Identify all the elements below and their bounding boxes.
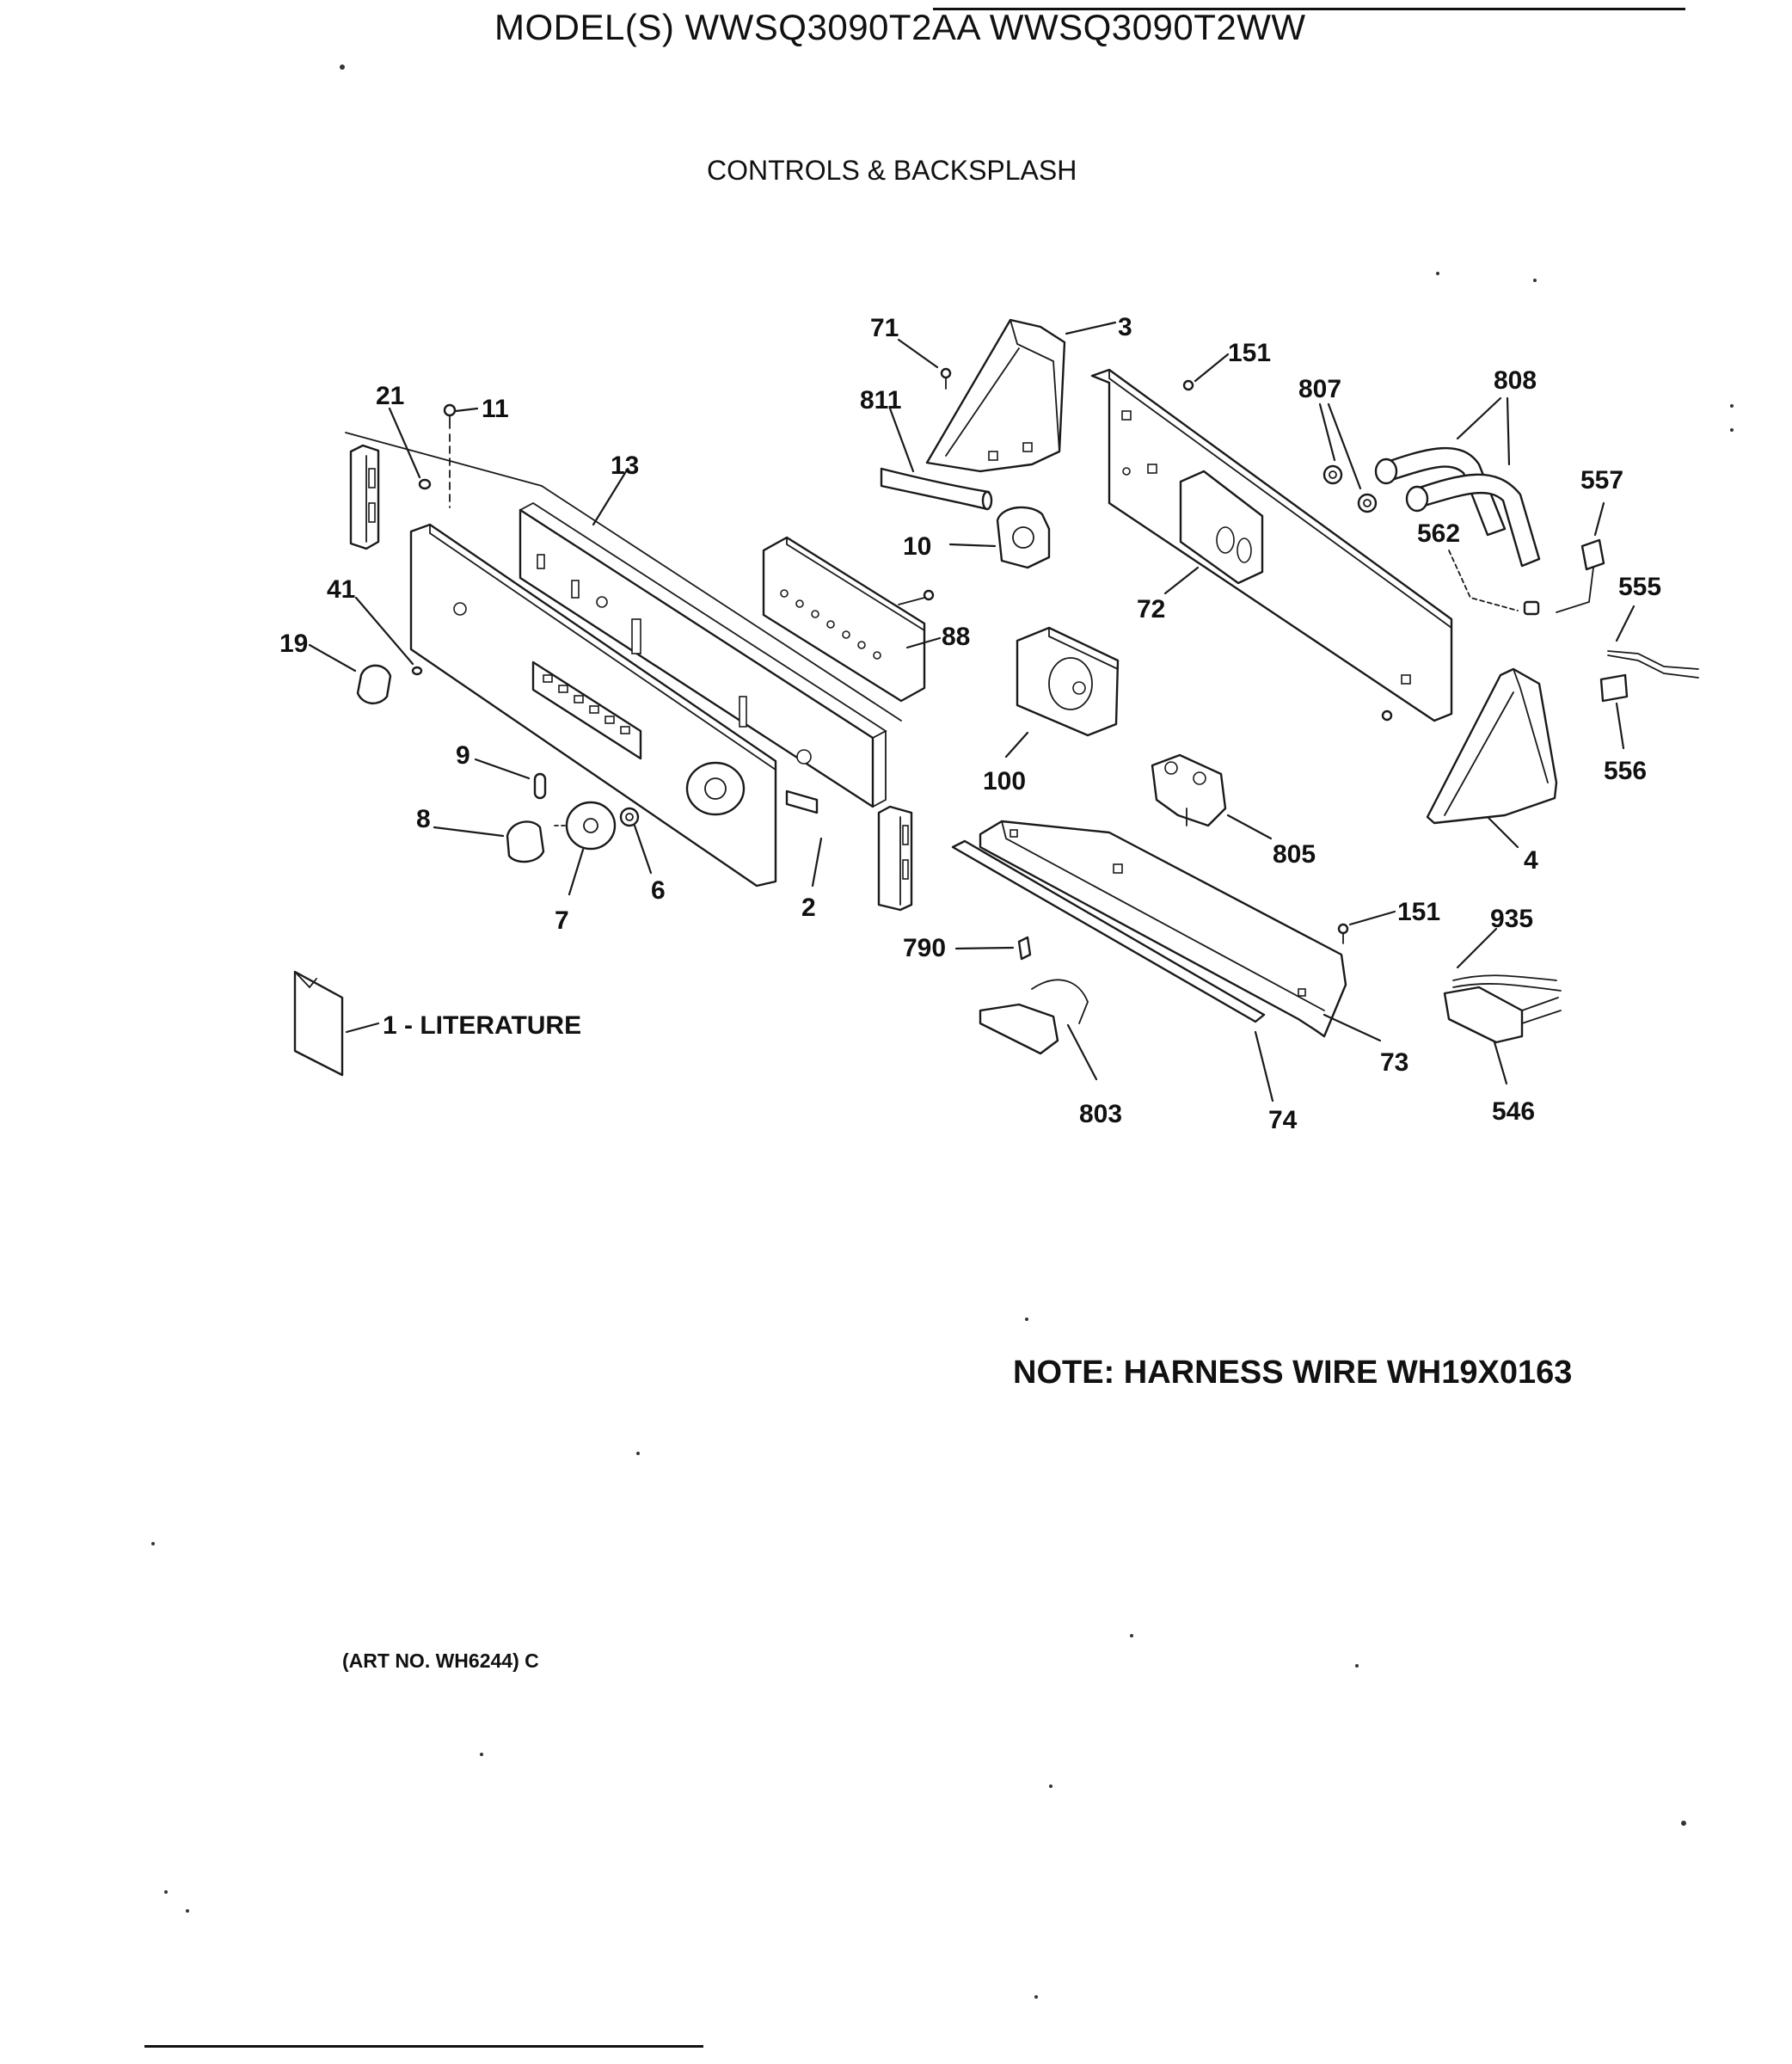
callout-4: 4 <box>1524 846 1538 875</box>
callout-1-literature: 1 - LITERATURE <box>383 1011 581 1040</box>
callout-72: 72 <box>1137 595 1165 624</box>
top-rule <box>933 8 1685 10</box>
part-73-lower-panel <box>979 820 1382 1042</box>
part-935-wire <box>1452 927 1562 992</box>
callout-555: 555 <box>1618 573 1661 601</box>
part-88-control-board <box>762 536 942 703</box>
callout-807: 807 <box>1298 375 1341 403</box>
callout-557: 557 <box>1580 466 1623 494</box>
section-title: CONTROLS & BACKSPLASH <box>707 155 1077 186</box>
callout-6: 6 <box>651 876 666 905</box>
backsplash-screw <box>1381 710 1393 722</box>
part-3-side-bracket <box>925 318 1117 473</box>
part-803-bracket <box>979 979 1098 1081</box>
callout-556: 556 <box>1604 757 1647 785</box>
callout-2: 2 <box>801 894 816 922</box>
callout-13: 13 <box>611 452 639 480</box>
callout-546: 546 <box>1492 1097 1535 1126</box>
callout-811: 811 <box>860 386 901 415</box>
callout-790: 790 <box>903 934 946 962</box>
model-title: MODEL(S) WWSQ3090T2AA WWSQ3090T2WW <box>494 7 1306 47</box>
harness-note: NOTE: HARNESS WIRE WH19X0163 <box>1013 1354 1573 1391</box>
part-71-screw <box>897 338 952 390</box>
callout-803: 803 <box>1079 1100 1122 1128</box>
part-100-timer <box>1004 626 1120 759</box>
part-7-dial-disc <box>554 801 617 896</box>
part-19-knob <box>308 596 423 704</box>
callout-3: 3 <box>1118 313 1132 341</box>
part-41-left-end-cap <box>349 444 380 550</box>
callout-labels: 21 11 13 41 19 9 8 7 6 2 71 3 811 10 88 … <box>279 313 1661 1134</box>
part-151-screw-mid <box>1337 910 1396 944</box>
callout-9: 9 <box>456 741 470 770</box>
callout-7: 7 <box>555 906 569 935</box>
right-end-cap <box>877 805 913 912</box>
callout-88: 88 <box>942 623 970 651</box>
callout-19: 19 <box>279 630 308 658</box>
part-6-nut <box>619 807 653 875</box>
part-546-connector <box>1443 986 1562 1085</box>
callout-808: 808 <box>1494 366 1537 395</box>
callout-41: 41 <box>327 575 355 604</box>
callout-71: 71 <box>870 314 899 342</box>
part-555-wire <box>1607 605 1699 679</box>
callout-11: 11 <box>482 395 509 423</box>
part-8-knob <box>433 820 545 863</box>
callout-8: 8 <box>416 805 431 833</box>
part-2-bracket <box>785 789 823 888</box>
callout-935: 935 <box>1490 905 1533 933</box>
callout-805: 805 <box>1273 840 1316 869</box>
callout-74: 74 <box>1268 1106 1298 1134</box>
part-72-backsplash <box>1090 368 1453 722</box>
part-556-connector <box>1599 673 1629 750</box>
part-1-literature <box>293 970 380 1077</box>
part-10-pressure-switch <box>948 506 1051 569</box>
bottom-rule <box>144 2045 703 2048</box>
part-11-screw <box>443 403 479 508</box>
main-control-panel <box>409 523 777 888</box>
part-9-clip <box>474 758 547 800</box>
callout-21: 21 <box>376 382 404 410</box>
art-number: (ART NO. WH6244) C <box>342 1649 539 1672</box>
part-151-screw-top <box>1182 353 1230 391</box>
part-808-fill-hoses <box>1374 396 1541 568</box>
callout-151-mid: 151 <box>1397 898 1440 926</box>
part-790-clip <box>954 936 1032 961</box>
part-811-hose <box>880 407 993 511</box>
callout-100: 100 <box>983 767 1026 796</box>
scan-specks <box>151 64 1734 1999</box>
part-21-screw <box>388 407 432 490</box>
callout-10: 10 <box>903 532 931 561</box>
part-13-console-frame <box>345 432 902 808</box>
part-4-side-bracket <box>1426 667 1558 849</box>
part-557-cord-clip <box>1556 501 1605 613</box>
callout-151-top: 151 <box>1228 339 1271 367</box>
part-807-washers <box>1318 402 1378 513</box>
part-805-water-valve <box>1151 753 1273 840</box>
callout-562: 562 <box>1417 519 1460 548</box>
part-562-clamp <box>1448 550 1540 616</box>
callout-73: 73 <box>1380 1048 1408 1077</box>
part-74-trim-strip <box>951 839 1274 1103</box>
